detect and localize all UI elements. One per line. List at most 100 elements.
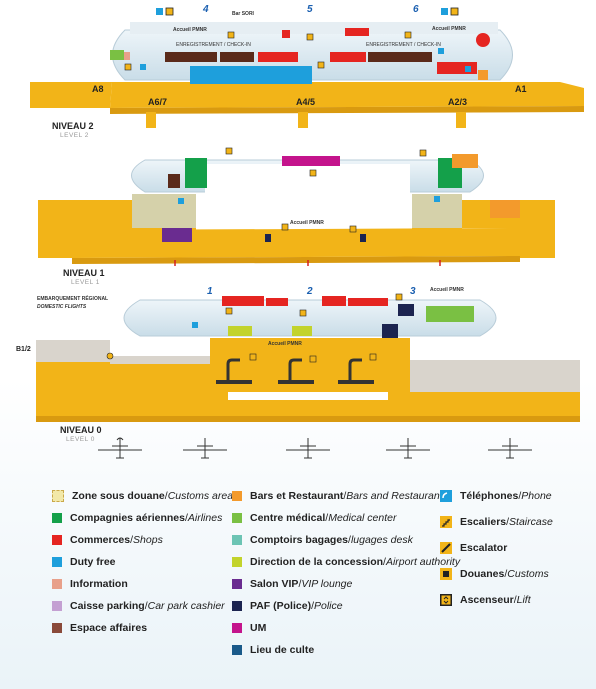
- gate-a6-7: A6/7: [148, 97, 168, 107]
- legend-separator: /: [298, 578, 302, 590]
- legend-separator: /: [518, 490, 522, 502]
- legend-separator: /: [513, 594, 517, 606]
- level-1-title: NIVEAU 1: [63, 268, 105, 278]
- legend-label: Escalator: [460, 542, 508, 554]
- accueil-level-1-label: Accueil PMNR: [290, 220, 324, 226]
- legend-label: Espace affaires: [70, 622, 148, 634]
- legend-label-en: Police: [313, 600, 343, 612]
- legend-swatch: [52, 579, 62, 589]
- legend-item: Salon VIP/VIP lounge: [232, 577, 352, 591]
- regional-boarding-label: EMBARQUEMENT RÉGIONAL: [37, 296, 109, 302]
- gate-a2-3: A2/3: [448, 97, 468, 107]
- legend-item: Direction de la concession/Airport autho…: [232, 555, 460, 569]
- portal-4-label: 4: [203, 4, 209, 15]
- accueil-level-0-label: Accueil PMNR: [268, 341, 302, 347]
- terminal-map: [30, 7, 584, 459]
- legend-label-en: Customs area: [167, 490, 234, 502]
- legend-label-en: Staircase: [509, 516, 553, 528]
- level-0-map: [36, 293, 580, 422]
- legend-separator: /: [325, 512, 329, 524]
- legend-swatch: [232, 623, 242, 633]
- staircase-icon: [440, 516, 452, 528]
- legend-swatch: [52, 623, 62, 633]
- legend-separator: /: [311, 600, 314, 612]
- level-1-map: [38, 147, 555, 266]
- customs-icon: [440, 568, 452, 580]
- legend-item: PAF (Police)/Police: [232, 599, 343, 613]
- legend-label-en: VIP lounge: [301, 578, 353, 590]
- portal-6-label: 6: [413, 4, 419, 15]
- legend-label-en: Car park cashier: [147, 600, 225, 612]
- legend-label: Commerces: [70, 534, 131, 546]
- legend-label-en: Lift: [516, 594, 531, 606]
- legend-swatch: [52, 601, 62, 611]
- legend-icon-item: Ascenseur/Lift: [440, 593, 531, 607]
- legend-separator: /: [164, 490, 168, 502]
- legend-label: Caisse parking: [70, 600, 145, 612]
- legend-item: Lieu de culte: [232, 643, 314, 657]
- legend-swatch: [232, 535, 242, 545]
- legend-label-en: Medical center: [328, 512, 397, 524]
- checkin-right-label: ENREGISTREMENT / CHECK-IN: [366, 42, 441, 48]
- level-2-subtitle: LEVEL 2: [60, 132, 89, 139]
- legend-item: UM: [232, 621, 266, 635]
- legend-separator: /: [504, 568, 508, 580]
- legend-item: Zone sous douane/Customs area: [52, 489, 233, 503]
- legend-label: PAF (Police): [250, 600, 312, 612]
- legend-item: Espace affaires: [52, 621, 147, 635]
- legend-separator: /: [130, 534, 134, 546]
- legend-item: Caisse parking/Car park cashier: [52, 599, 225, 613]
- checkin-left-label: ENREGISTREMENT / CHECK-IN: [176, 42, 251, 48]
- phone-icon: [440, 490, 452, 502]
- legend-icon-item: Escaliers/Staircase: [440, 515, 553, 529]
- legend-swatch: [52, 490, 64, 502]
- accueil-right-label: Accueil PMNR: [432, 26, 466, 32]
- legend-label: Duty free: [70, 556, 116, 568]
- accueil-left-label: Accueil PMNR: [173, 27, 207, 33]
- accueil-level-0-top-label: Accueil PMNR: [430, 287, 464, 293]
- aircraft-row: [98, 437, 532, 459]
- duty-free-zone: [190, 66, 312, 84]
- legend-icon-item: Téléphones/Phone: [440, 489, 552, 503]
- legend-item: Bars et Restaurant/Bars and Restaurant: [232, 489, 443, 503]
- legend-swatch: [52, 535, 62, 545]
- level-0-subtitle: LEVEL 0: [66, 436, 95, 443]
- level-1-subtitle: LEVEL 1: [71, 279, 100, 286]
- legend-label-en: Airlines: [187, 512, 223, 524]
- legend-label: Zone sous douane: [72, 490, 165, 502]
- legend-separator: /: [184, 512, 188, 524]
- legend-item: Compagnies aériennes/Airlines: [52, 511, 222, 525]
- level-0-title: NIVEAU 0: [60, 425, 102, 435]
- legend-label: UM: [250, 622, 267, 634]
- legend-label-en: Phone: [521, 490, 552, 502]
- legend-item: Centre médical/Medical center: [232, 511, 396, 525]
- portal-1-label: 1: [207, 286, 213, 297]
- legend-swatch: [52, 513, 62, 523]
- level-2-map: [30, 7, 584, 128]
- legend-label-en: Customs: [507, 568, 549, 580]
- legend-separator: /: [348, 534, 351, 546]
- legend-swatch: [232, 645, 242, 655]
- portal-3-label: 3: [410, 286, 416, 297]
- legend-item: Information: [52, 577, 128, 591]
- level-2-floor: [110, 82, 584, 108]
- legend-swatch: [232, 601, 242, 611]
- legend-label: Salon VIP: [250, 578, 299, 590]
- legend-swatch: [232, 513, 242, 523]
- legend-separator: /: [144, 600, 148, 612]
- level-1-floor: [72, 228, 520, 258]
- legend-swatch: [232, 579, 242, 589]
- gate-a4-5: A4/5: [296, 97, 316, 107]
- gate-a1: A1: [515, 84, 527, 94]
- legend-item: Commerces/Shops: [52, 533, 163, 547]
- escalator-icon: [440, 542, 452, 554]
- legend-label: Lieu de culte: [250, 644, 315, 656]
- legend-label: Bars et Restaurant: [250, 490, 344, 502]
- legend-label: Information: [70, 578, 128, 590]
- legend-label: Escaliers: [460, 516, 507, 528]
- legend-separator: /: [506, 516, 510, 528]
- legend-swatch: [232, 491, 242, 501]
- level-2-title: NIVEAU 2: [52, 121, 94, 131]
- domestic-flights-label: DOMESTIC FLIGHTS: [37, 304, 87, 310]
- legend-icon-item: Escalator: [440, 541, 507, 555]
